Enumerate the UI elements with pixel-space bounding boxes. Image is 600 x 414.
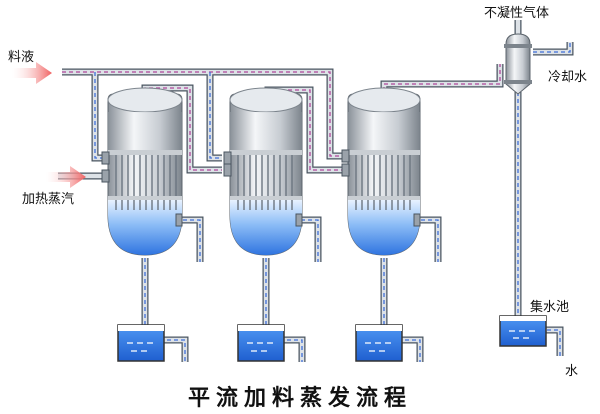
evaporator-2 <box>229 87 303 256</box>
label-feed: 料液 <box>8 50 35 65</box>
steam-arrow <box>46 166 86 188</box>
condenser <box>504 33 532 95</box>
feed-arrow <box>12 62 52 84</box>
label-cooling-water: 冷却水 <box>548 70 588 85</box>
evaporator-3 <box>347 87 421 256</box>
label-water: 水 <box>565 364 579 379</box>
nozzles <box>101 149 421 227</box>
tank-1 <box>117 324 165 362</box>
diagram-title: 平流加料蒸发流程 <box>187 385 412 411</box>
tank-3 <box>355 324 403 362</box>
evaporator-1 <box>107 87 183 256</box>
flow-arrows <box>12 62 86 188</box>
water-collecting-tank <box>499 315 547 347</box>
label-heating-steam: 加热蒸汽 <box>22 192 75 207</box>
product-tanks <box>117 315 547 362</box>
label-noncondensable-gas: 不凝性气体 <box>484 6 550 21</box>
label-collecting-tank: 集水池 <box>530 300 570 315</box>
tank-2 <box>237 324 285 362</box>
